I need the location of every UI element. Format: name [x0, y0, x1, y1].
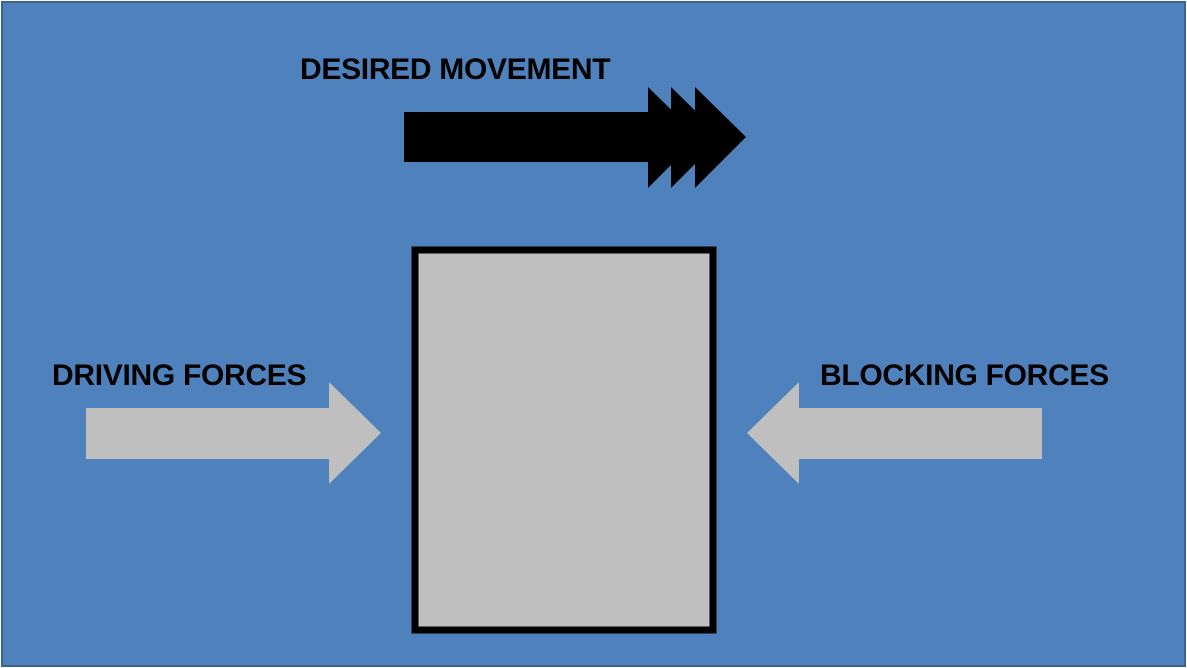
desired-movement-arrow-icon — [404, 87, 746, 188]
change-object-box — [411, 246, 717, 634]
blocking-forces-label: BLOCKING FORCES — [820, 359, 1109, 392]
driving-forces-arrow-icon — [86, 382, 381, 484]
blocking-forces-arrow-icon — [747, 382, 1042, 484]
driving-forces-label: DRIVING FORCES — [52, 359, 307, 392]
desired-movement-label: DESIRED MOVEMENT — [300, 53, 611, 86]
